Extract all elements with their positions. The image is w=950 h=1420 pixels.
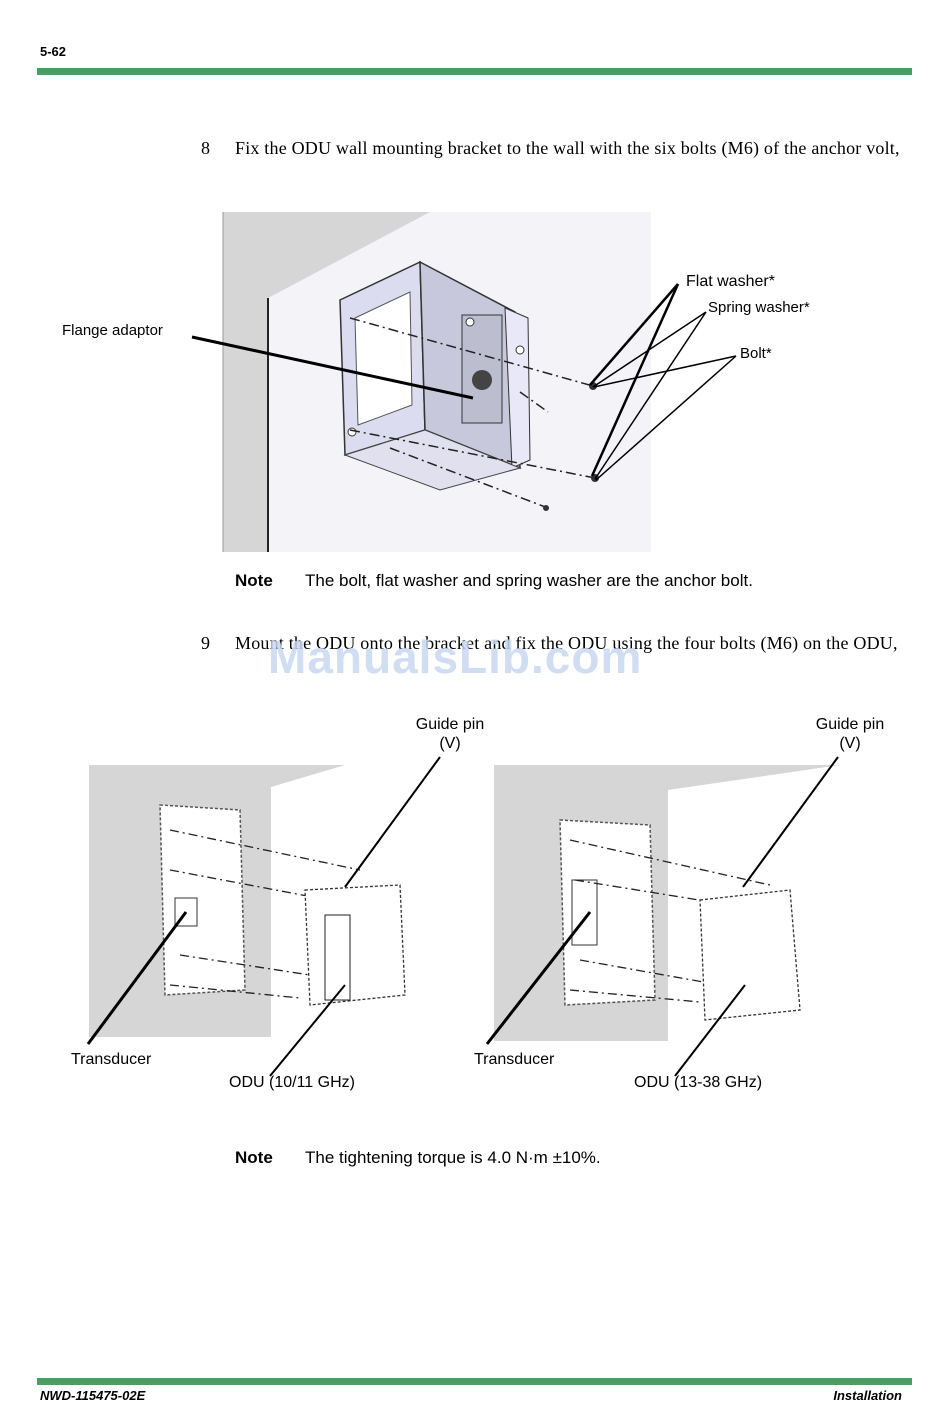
guide-pin-label-right-line1: Guide pin [815, 716, 885, 733]
odu-10-11-panel [86, 756, 441, 1077]
bolt-label: Bolt* [740, 345, 772, 362]
doc-number: NWD-115475-02E [40, 1388, 146, 1403]
guide-pin-label-right-line2: (V) [839, 735, 861, 752]
step-8-text: Fix the ODU wall mounting bracket to the… [235, 138, 900, 158]
step-8-number: 8 [201, 138, 210, 158]
guide-pin-label-left: Guide pin (V) [390, 715, 510, 753]
header-rule [37, 68, 912, 75]
step-9-number: 9 [201, 633, 210, 653]
note-2-title: Note [235, 1148, 273, 1167]
spring-washer-label: Spring washer* [708, 299, 810, 316]
odu-13-38-panel [485, 756, 840, 1077]
bolt-axis-lines [349, 317, 596, 509]
wall-mounting-bracket [339, 260, 531, 491]
guide-pin-label-left-line1: Guide pin [415, 716, 485, 733]
bolt-icon [543, 505, 549, 511]
transducer-label-right: Transducer [474, 1051, 555, 1068]
guide-pin-label-right: Guide pin (V) [790, 715, 910, 753]
section-name: Installation [833, 1388, 902, 1403]
odu-label-left: ODU (10/11 GHz) [229, 1074, 355, 1091]
note-1-text: The bolt, flat washer and spring washer … [305, 571, 753, 590]
step-9-text: Mount the ODU onto the bracket and fix t… [235, 633, 898, 653]
footer-rule [37, 1378, 912, 1385]
note-1-title: Note [235, 571, 273, 590]
odu-label-right: ODU (13-38 GHz) [634, 1074, 763, 1091]
note-2-text: The tightening torque is 4.0 N·m ±10%. [305, 1148, 601, 1167]
transducer-label-left: Transducer [71, 1051, 152, 1068]
flat-washer-label: Flat washer* [686, 273, 775, 290]
flange-adaptor-label: Flange adaptor [62, 322, 163, 339]
page-number: 5-62 [40, 44, 67, 59]
watermark: ManualsLib.com [268, 631, 643, 683]
guide-pin-label-left-line2: (V) [439, 735, 461, 752]
